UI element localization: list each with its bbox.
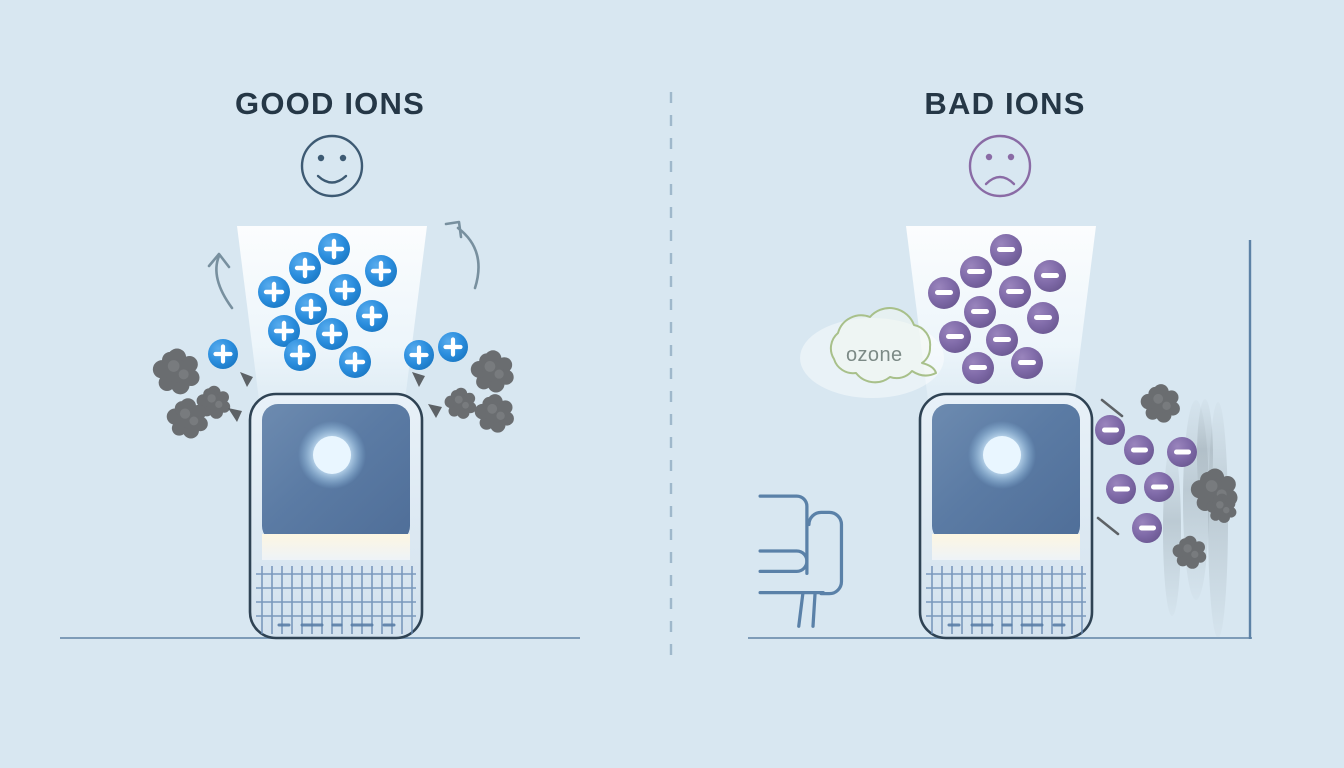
positive-ion (316, 318, 348, 350)
positive-ion (284, 339, 316, 371)
negative-ion (960, 256, 992, 288)
positive-ion (365, 255, 397, 287)
vent-grid-icon (256, 566, 416, 634)
positive-ion (329, 274, 361, 306)
positive-ion (404, 340, 434, 370)
negative-ion (964, 296, 996, 328)
dust-particle-group-right (412, 350, 514, 433)
power-light-icon (313, 436, 351, 474)
bad-ions-panel (758, 134, 1238, 640)
negative-ion-group-cone (928, 234, 1066, 384)
negative-ion (939, 321, 971, 353)
power-light-icon (983, 436, 1021, 474)
negative-ion (1124, 435, 1154, 465)
dust-particle-group-left (152, 348, 253, 439)
negative-ion (1167, 437, 1197, 467)
positive-ion (438, 332, 468, 362)
smiley-face-icon (300, 134, 364, 198)
negative-ion (962, 352, 994, 384)
negative-ion (1132, 513, 1162, 543)
negative-ion (999, 276, 1031, 308)
negative-ion (990, 234, 1022, 266)
positive-ion (318, 233, 350, 265)
vent-grid-icon (926, 566, 1086, 634)
negative-ion (1027, 302, 1059, 334)
negative-ion (1095, 415, 1125, 445)
dust-streak-mark (1096, 398, 1124, 536)
page-title-good: GOOD IONS (235, 86, 425, 121)
airflow-arrow-left (207, 252, 234, 310)
sad-face-icon (968, 134, 1032, 198)
airflow-arrow-right (444, 220, 480, 290)
negative-ion (1144, 472, 1174, 502)
negative-ion (1034, 260, 1066, 292)
positive-ion (258, 276, 290, 308)
positive-ion (268, 315, 300, 347)
ozone-label: ozone (846, 344, 903, 366)
negative-ion-group-wall (1095, 415, 1197, 543)
positive-ion (295, 293, 327, 325)
air-purifier-left (248, 392, 424, 640)
positive-ion (339, 346, 371, 378)
positive-ion (208, 339, 238, 369)
negative-ion (1011, 347, 1043, 379)
air-purifier-right (918, 392, 1094, 640)
positive-ion (356, 300, 388, 332)
positive-ion (289, 252, 321, 284)
negative-ion (1106, 474, 1136, 504)
good-ions-panel (152, 134, 514, 640)
page-title-bad: BAD IONS (924, 86, 1086, 121)
negative-ion (986, 324, 1018, 356)
armchair-outline-icon (758, 494, 844, 629)
positive-ion-group (208, 233, 468, 378)
negative-ion (928, 277, 960, 309)
ozone-cloud-icon (800, 307, 944, 398)
